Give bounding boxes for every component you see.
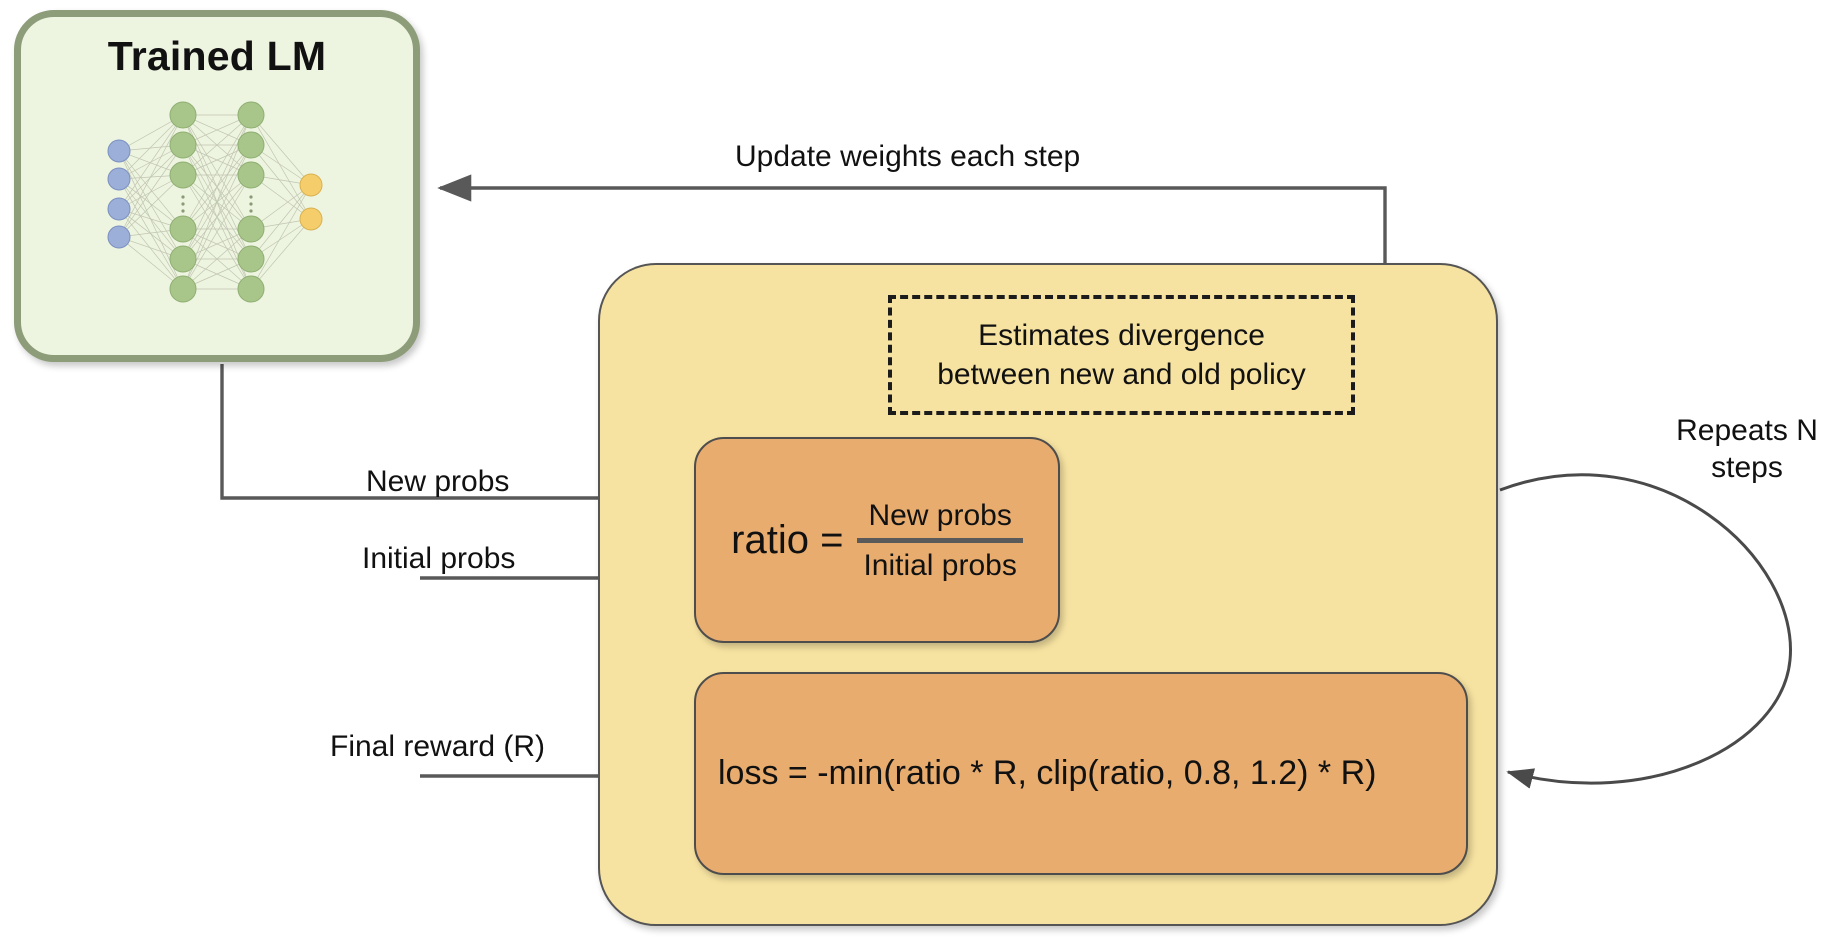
label-initial-probs: Initial probs xyxy=(362,542,516,575)
neural-network-illustration xyxy=(97,97,337,307)
divergence-note: Estimates divergence between new and old… xyxy=(888,295,1355,415)
ratio-fraction: New probs Initial probs xyxy=(857,497,1023,584)
loss-formula: loss = -min(ratio * R, clip(ratio, 0.8, … xyxy=(718,754,1377,792)
loss-box: loss = -min(ratio * R, clip(ratio, 0.8, … xyxy=(694,672,1468,875)
divergence-note-line1: Estimates divergence xyxy=(978,319,1265,352)
label-final-reward: Final reward (R) xyxy=(330,730,546,763)
ratio-denominator: Initial probs xyxy=(863,548,1017,582)
trained-lm-panel: Trained LM xyxy=(14,10,420,362)
ratio-label: ratio = xyxy=(731,517,844,562)
arrow-update-weights xyxy=(437,174,1387,263)
ratio-box: ratio = New probs Initial probs xyxy=(694,437,1060,643)
arrow-repeats-loop xyxy=(1499,473,1792,789)
fraction-bar xyxy=(857,537,1023,543)
label-repeats-n-steps: Repeats N steps xyxy=(1676,414,1818,484)
label-new-probs: New probs xyxy=(366,465,510,498)
divergence-note-line2: between new and old policy xyxy=(937,358,1306,391)
trained-lm-title: Trained LM xyxy=(107,33,327,79)
label-update-weights: Update weights each step xyxy=(735,140,1081,173)
ratio-numerator: New probs xyxy=(868,498,1012,532)
